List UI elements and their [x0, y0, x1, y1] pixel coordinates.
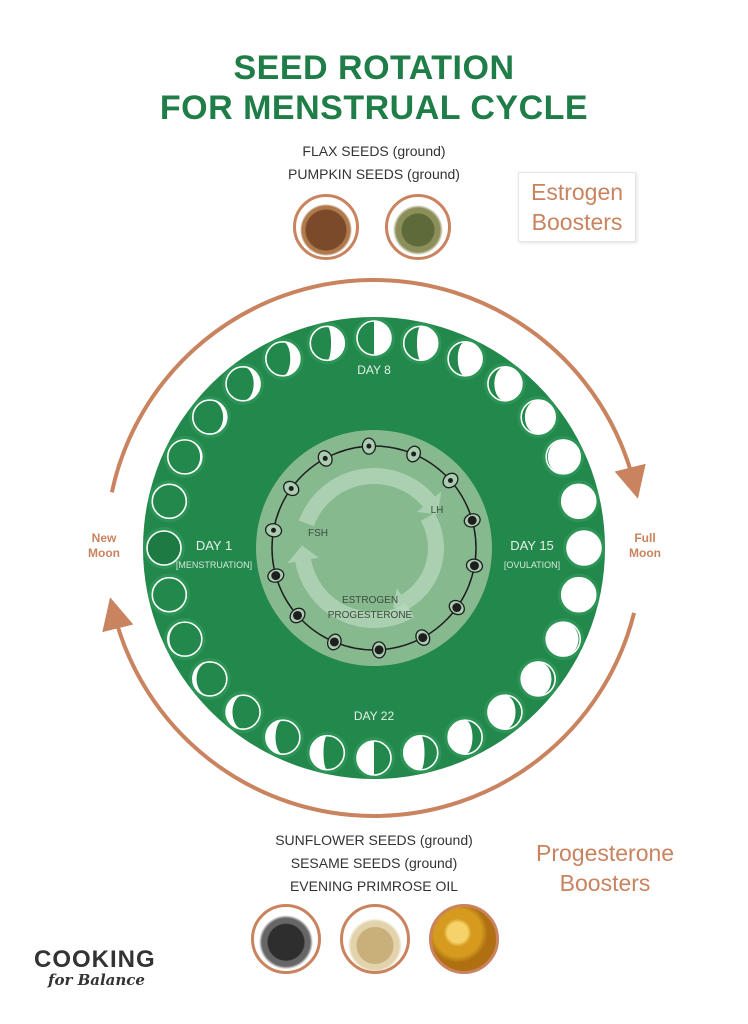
progesterone-seed-list: SUNFLOWER SEEDS (ground) SESAME SEEDS (g…	[0, 829, 748, 898]
sunflower-seeds-image	[251, 904, 321, 974]
primrose-oil-image	[429, 904, 499, 974]
moon-lit-portion	[561, 577, 596, 612]
moon-lit-portion	[521, 661, 552, 696]
lh-label: LH	[431, 505, 444, 516]
hormone-arrowhead	[416, 491, 442, 515]
seed-pumpkin: PUMPKIN SEEDS (ground)	[288, 166, 460, 182]
follicle-nucleus	[366, 443, 372, 449]
moon-lit-portion	[327, 326, 345, 361]
follicle-nucleus	[418, 633, 428, 643]
title-line-1: SEED ROTATION	[233, 49, 515, 87]
follicle-cells	[264, 437, 484, 659]
menstruation-label: [MENSTRUATION]	[176, 560, 252, 570]
moon-lit-portion	[546, 622, 579, 657]
follicle-nucleus	[452, 603, 462, 613]
follicle-nucleus	[271, 571, 281, 581]
estrogen-label-line2: Boosters	[531, 209, 623, 235]
follicle-nucleus	[411, 451, 417, 457]
title-line-2: FOR MENSTRUAL CYCLE	[159, 89, 589, 127]
moon-lit-portion	[310, 735, 328, 770]
moon-lit-portion	[494, 366, 522, 401]
progesterone-label-line2: Boosters	[559, 870, 651, 896]
moon-lit-portion	[265, 720, 283, 755]
follicle-nucleus	[374, 645, 384, 655]
new-moon-label-1: New	[92, 531, 117, 545]
new-moon-label-2: Moon	[88, 546, 120, 560]
seed-sesame: SESAME SEEDS (ground)	[290, 855, 458, 871]
logo-line1: COOKING	[34, 946, 156, 973]
estrogen-label-line1: Estrogen	[531, 179, 624, 205]
moon-lit-portion	[547, 439, 581, 474]
follicle-nucleus	[271, 527, 277, 533]
day-15-label: DAY 15	[510, 538, 554, 553]
day-1-label: DAY 1	[196, 538, 232, 553]
follicle-nucleus	[447, 478, 453, 484]
hormone-arrowhead	[287, 545, 319, 564]
follicle-nucleus	[288, 485, 294, 491]
estrogen-boosters-label: Estrogen Boosters	[518, 172, 637, 242]
estrogen-hormone-label: ESTROGEN	[342, 595, 398, 606]
cooking-for-balance-logo: COOKING for Balance	[34, 946, 156, 989]
progesterone-label-line1: Progesterone	[536, 840, 675, 866]
full-moon-label-2: Moon	[629, 546, 661, 560]
bottom-cycle-arrow	[102, 597, 636, 818]
seed-evening-primrose: EVENING PRIMROSE OIL	[289, 878, 459, 894]
day-22-label: DAY 22	[354, 709, 395, 723]
follicle-nucleus	[469, 561, 479, 571]
hormone-arrow-band	[295, 558, 414, 628]
seed-flax: FLAX SEEDS (ground)	[302, 143, 446, 159]
moon-lit-portion	[562, 484, 596, 519]
hormone-arrow-band	[298, 468, 436, 527]
follicle-nucleus	[322, 455, 328, 461]
moon-lit-portion	[524, 400, 556, 435]
moon-lit-portion	[282, 341, 300, 376]
follicle-nucleus	[329, 637, 339, 647]
seed-sunflower: SUNFLOWER SEEDS (ground)	[275, 832, 473, 848]
progesterone-hormone-label: PROGESTERONE	[328, 610, 413, 621]
moon-lit-portion	[567, 531, 601, 565]
moon-lit-portion	[243, 366, 261, 401]
moon-icon	[146, 530, 182, 566]
logo-line2: for Balance	[48, 971, 145, 989]
hormone-inner-disc	[256, 430, 492, 666]
fsh-label: FSH	[308, 528, 328, 539]
moon-lit-portion	[209, 400, 227, 435]
moon-lit-portion	[487, 695, 516, 730]
moon-lit-portion	[374, 321, 391, 355]
moon-lit-portion	[448, 720, 473, 755]
estrogen-seed-list: FLAX SEEDS (ground) PUMPKIN SEEDS (groun…	[0, 140, 748, 186]
follicle-nucleus	[467, 515, 477, 525]
moon-lit-portion	[416, 326, 438, 361]
full-moon-label-1: Full	[634, 531, 655, 545]
sesame-seeds-image	[340, 904, 410, 974]
pumpkin-seeds-image	[385, 194, 451, 260]
follicle-nucleus	[293, 610, 303, 620]
moon-lit-portion	[403, 735, 425, 770]
hormone-arrow-band	[400, 513, 444, 609]
top-cycle-arrow	[109, 278, 646, 499]
progesterone-boosters-label: Progesterone Boosters	[536, 838, 674, 898]
hormone-arrows	[287, 468, 444, 628]
flax-seeds-image	[293, 194, 359, 260]
moon-phases	[143, 317, 605, 779]
day-8-label: DAY 8	[357, 363, 391, 377]
moon-lit-portion	[357, 741, 374, 775]
moon-lit-portion	[192, 661, 210, 696]
ovulation-label: [OVULATION]	[504, 560, 560, 570]
moon-lit-portion	[226, 695, 244, 730]
moon-lit-portion	[457, 341, 483, 376]
page-title: SEED ROTATION FOR MENSTRUAL CYCLE	[0, 48, 748, 128]
